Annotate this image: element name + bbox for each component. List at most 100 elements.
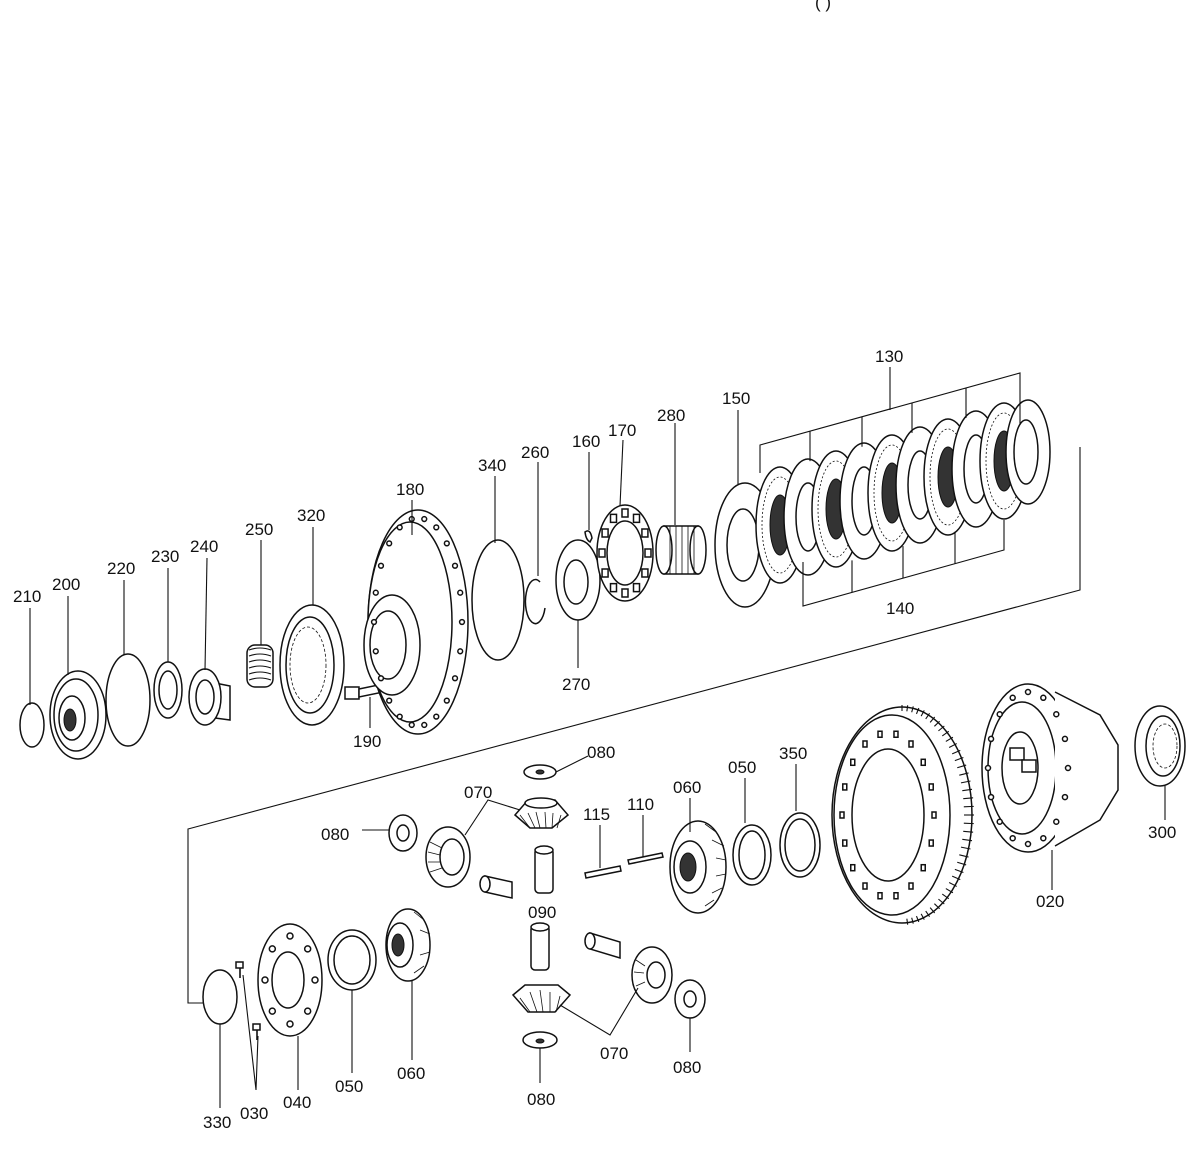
part-020-differential-case bbox=[981, 683, 1119, 853]
bolt-hole bbox=[377, 675, 385, 682]
label-050-lower: 050 bbox=[335, 1077, 363, 1096]
mount-hole bbox=[877, 730, 883, 738]
part-070-pinion-gear-top bbox=[513, 797, 570, 829]
case-bolt-hole bbox=[1064, 764, 1072, 772]
mount-hole bbox=[842, 839, 848, 847]
part-090-pin-lower bbox=[530, 922, 550, 971]
label-300: 300 bbox=[1148, 823, 1176, 842]
gear-tooth bbox=[920, 913, 925, 920]
part-350-ring bbox=[779, 812, 821, 878]
gear-tooth bbox=[945, 888, 954, 894]
mount-hole bbox=[931, 811, 937, 819]
label-180: 180 bbox=[396, 480, 424, 499]
cage-roller bbox=[609, 513, 618, 524]
label-260: 260 bbox=[521, 443, 549, 462]
part-060-side-gear-lower bbox=[385, 908, 431, 982]
part-ring-gear bbox=[831, 705, 974, 925]
case-bolt-hole bbox=[996, 818, 1003, 825]
bolt-hole bbox=[451, 675, 459, 682]
label-110: 110 bbox=[627, 795, 654, 814]
bolt-hole bbox=[421, 515, 428, 523]
part-short-pin-left bbox=[479, 875, 513, 899]
label-250: 250 bbox=[245, 520, 273, 539]
gear-tooth bbox=[959, 854, 969, 858]
part-050-ring-upper bbox=[732, 824, 772, 886]
label-030: 030 bbox=[240, 1104, 268, 1123]
label-070-top: 070 bbox=[464, 783, 492, 802]
case-bolt-hole bbox=[984, 764, 992, 772]
gear-tooth bbox=[934, 720, 941, 727]
mount-hole bbox=[928, 839, 934, 847]
part-050-ring-lower bbox=[327, 929, 377, 991]
label-040: 040 bbox=[283, 1093, 311, 1112]
part-030-bolt-upper bbox=[235, 961, 244, 978]
gear-tooth bbox=[925, 910, 931, 917]
case-bolt-hole bbox=[1053, 711, 1060, 718]
part-160-key bbox=[584, 530, 593, 544]
part-230-needle-bearing bbox=[153, 661, 183, 719]
label-050-upper: 050 bbox=[728, 758, 756, 777]
bolt-hole bbox=[421, 721, 428, 729]
gear-tooth bbox=[911, 706, 914, 713]
gear-tooth bbox=[915, 915, 920, 923]
bolt-hole bbox=[408, 721, 415, 729]
gear-tooth bbox=[957, 861, 967, 866]
label-140: 140 bbox=[886, 599, 914, 618]
mount-hole bbox=[908, 882, 914, 890]
case-bolt-hole bbox=[996, 711, 1003, 718]
bolt-hole bbox=[386, 697, 393, 704]
bolt-hole bbox=[370, 618, 378, 626]
gear-tooth bbox=[963, 830, 974, 833]
disc-bore bbox=[1013, 419, 1039, 485]
plate-bolt-hole bbox=[311, 976, 319, 984]
label-020: 020 bbox=[1036, 892, 1064, 911]
part-200-flange bbox=[49, 670, 107, 760]
mount-hole bbox=[920, 863, 926, 872]
gear-tooth bbox=[951, 749, 961, 755]
part-060-side-gear-upper bbox=[669, 820, 727, 914]
gear-tooth bbox=[941, 730, 950, 737]
case-bolt-hole bbox=[1061, 735, 1069, 743]
label-080-left: 080 bbox=[321, 825, 349, 844]
bolt-hole bbox=[372, 589, 379, 596]
gear-tooth bbox=[911, 917, 914, 924]
gear-tooth bbox=[906, 705, 909, 712]
mount-hole bbox=[862, 740, 868, 748]
part-030-bolt-lower bbox=[252, 1023, 261, 1040]
label-230: 230 bbox=[151, 547, 179, 566]
gear-tooth bbox=[945, 736, 954, 742]
cage-roller bbox=[644, 548, 652, 558]
gear-tooth bbox=[915, 707, 920, 715]
part-220-ring bbox=[105, 653, 151, 747]
gear-tooth bbox=[954, 757, 964, 762]
part-115-pin bbox=[584, 865, 622, 879]
part-250-spring bbox=[246, 644, 274, 688]
part-080-washer-left bbox=[388, 814, 418, 852]
label-070-lower: 070 bbox=[600, 1044, 628, 1063]
gear-tooth bbox=[962, 838, 973, 842]
part-320-roller-bearing bbox=[279, 604, 345, 726]
part-080-washer-bottom bbox=[522, 1031, 558, 1049]
part-210-oring bbox=[19, 702, 45, 748]
label-130: 130 bbox=[875, 347, 903, 366]
label-330: 330 bbox=[203, 1113, 231, 1132]
gear-tooth bbox=[959, 772, 969, 776]
gear-tooth bbox=[938, 898, 945, 905]
label-080-right: 080 bbox=[673, 1058, 701, 1077]
label-080-bottom: 080 bbox=[527, 1090, 555, 1109]
mount-hole bbox=[908, 740, 914, 748]
cage-roller bbox=[601, 528, 609, 538]
label-090: 090 bbox=[528, 903, 556, 922]
cage-roller bbox=[598, 548, 606, 558]
bolt-hole bbox=[458, 618, 466, 626]
case-bolt-hole bbox=[1040, 694, 1047, 702]
mount-hole bbox=[839, 811, 845, 819]
part-clutch-pack bbox=[755, 399, 1051, 584]
label-080-top: 080 bbox=[587, 743, 615, 762]
cage-roller bbox=[621, 588, 629, 598]
mount-hole bbox=[893, 892, 899, 900]
part-070-pinion-gear-lower bbox=[511, 984, 572, 1013]
case-bolt-hole bbox=[1061, 793, 1069, 801]
part-240-sleeve bbox=[188, 668, 231, 726]
